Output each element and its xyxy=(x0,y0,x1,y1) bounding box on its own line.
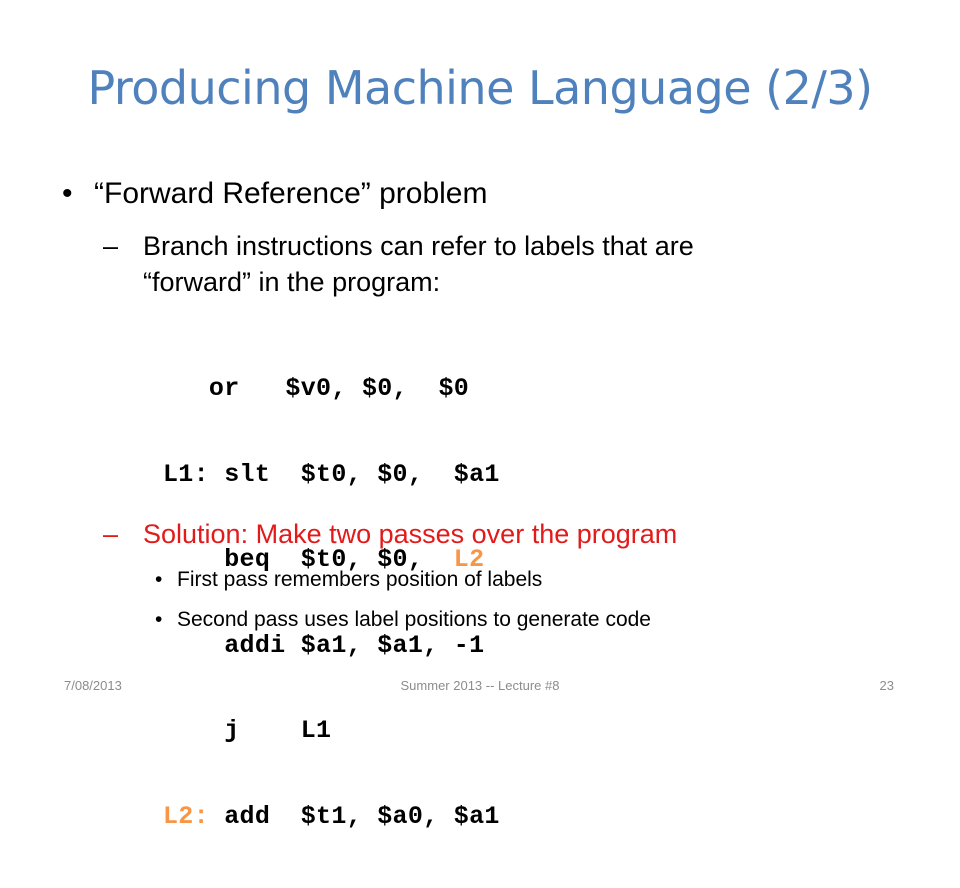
footer-page-number: 23 xyxy=(879,678,894,693)
solution-text: Solution: Make two passes over the progr… xyxy=(143,519,678,549)
code-label xyxy=(163,374,209,403)
bullet-marker: • xyxy=(62,177,73,210)
code-line: L1: slt $t0, $0, $a1 xyxy=(163,459,500,490)
code-line: beq $t0, $0, L2 xyxy=(163,545,500,575)
code-instruction: or $v0, $0, xyxy=(208,374,439,403)
code-instruction: j xyxy=(208,716,301,745)
code-operand-label-highlight: L2 xyxy=(453,545,485,574)
bullet-text: “Forward Reference” problem xyxy=(94,177,488,210)
code-label xyxy=(163,716,209,745)
dash-marker: – xyxy=(103,231,119,261)
code-operand: L1 xyxy=(300,716,332,745)
slide-title: Producing Machine Language (2/3) xyxy=(87,61,873,115)
code-line: L2: add $t1, $a0, $a1 xyxy=(163,801,500,832)
code-line: j L1 xyxy=(163,716,500,746)
bullet-marker: • xyxy=(155,608,163,631)
code-instruction: addi $a1, $a1, xyxy=(208,630,454,660)
footer-lecture: Summer 2013 -- Lecture #8 xyxy=(400,678,560,693)
dash-marker: – xyxy=(103,519,119,549)
code-operand: $a1 xyxy=(453,801,500,831)
code-instruction: add $t1, $a0, xyxy=(208,801,454,831)
bullet-text: First pass remembers position of labels xyxy=(177,568,543,591)
footer-date: 7/08/2013 xyxy=(64,678,122,693)
code-operand: $a1 xyxy=(453,459,500,489)
code-operand: -1 xyxy=(453,630,485,660)
code-line: or $v0, $0, $0 xyxy=(163,374,500,404)
sub-bullet-text-line1: Branch instructions can refer to labels … xyxy=(143,231,694,261)
code-instruction: beq $t0, $0, xyxy=(208,545,454,574)
code-instruction: slt $t0, $0, xyxy=(208,459,454,489)
code-label: L1: xyxy=(163,459,209,489)
sub-bullet-text-line2: “forward” in the program: xyxy=(143,267,441,297)
code-line: addi $a1, $a1, -1 xyxy=(163,630,500,661)
bullet-marker: • xyxy=(155,568,163,591)
code-operand: $0 xyxy=(438,374,470,403)
code-label-highlight: L2: xyxy=(163,801,209,831)
assembly-code-block: or $v0, $0, $0 L1: slt $t0, $0, $a1 beq … xyxy=(163,318,500,888)
bullet-text: Second pass uses label positions to gene… xyxy=(177,608,651,631)
code-label xyxy=(163,631,209,660)
